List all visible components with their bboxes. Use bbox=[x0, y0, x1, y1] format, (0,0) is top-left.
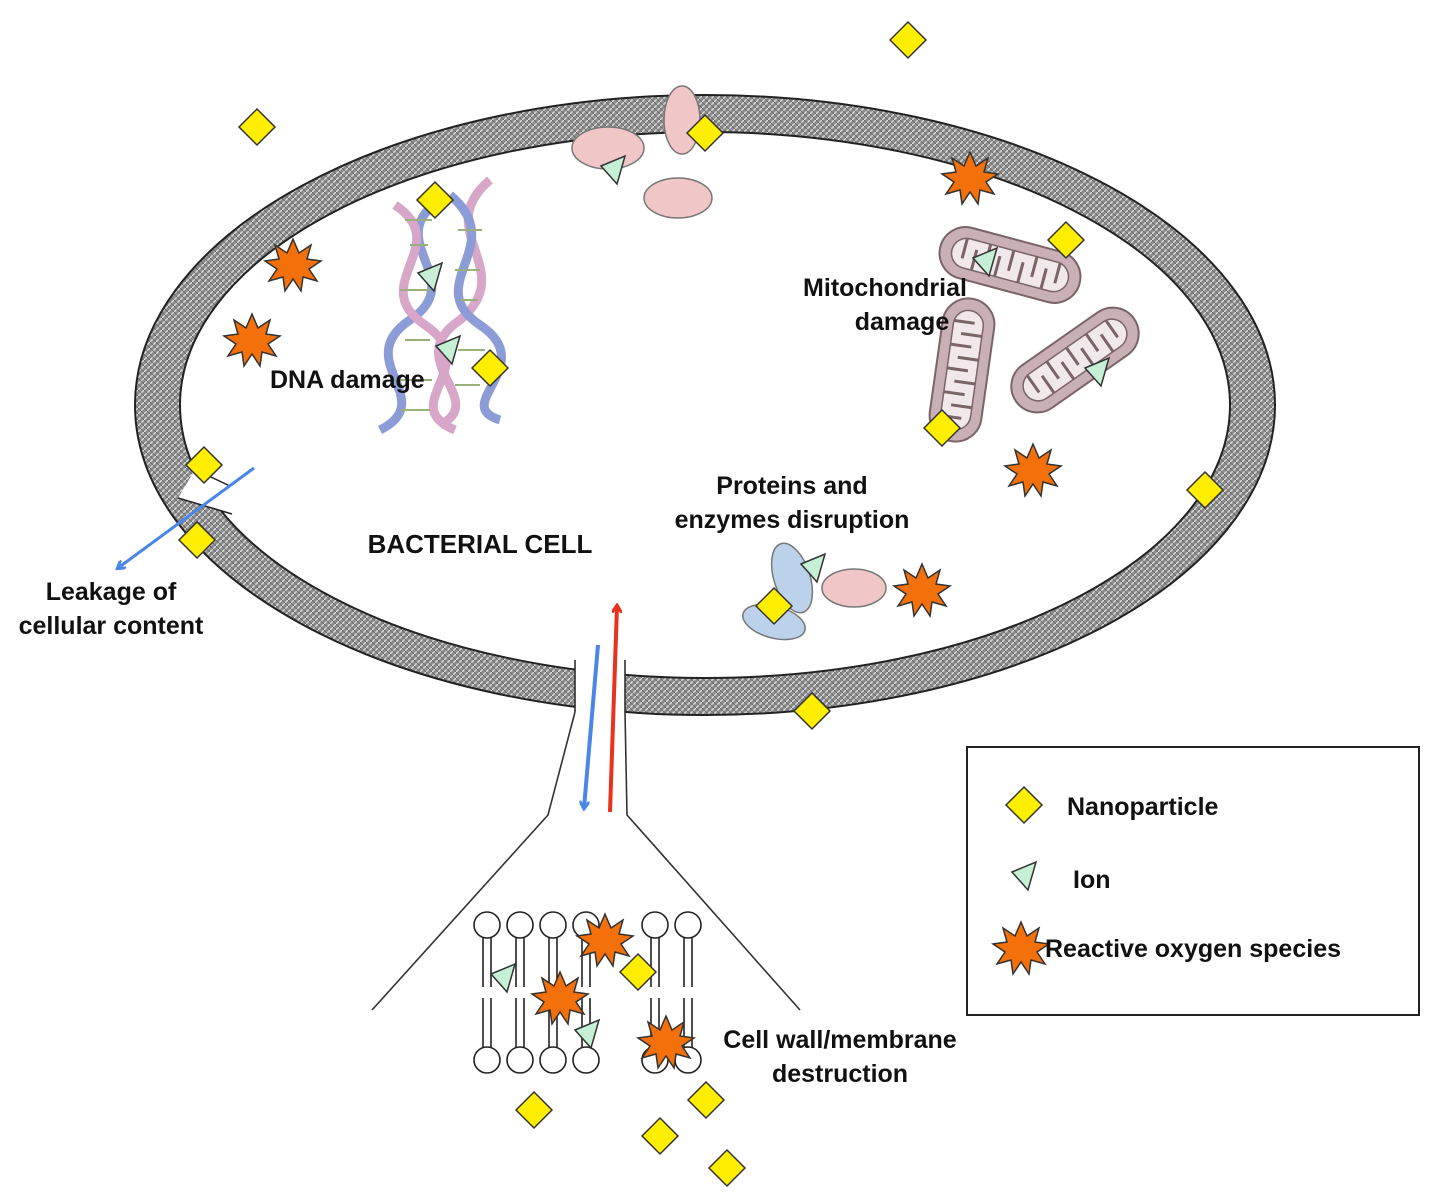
membrane-label-line1: Cell wall/membrane bbox=[723, 1026, 957, 1054]
legend-label-ros: Reactive oxygen species bbox=[1045, 935, 1341, 963]
legend-label-ion: Ion bbox=[1073, 866, 1111, 894]
legend-box bbox=[966, 746, 1420, 1016]
legend: Nanoparticle Ion Reactive oxygen species bbox=[966, 746, 1420, 1016]
outward-arrow bbox=[608, 606, 617, 813]
cell-title: BACTERIAL CELL bbox=[368, 529, 593, 559]
protein-cluster-bottom bbox=[742, 542, 887, 641]
nanoparticle-icon bbox=[515, 1091, 553, 1129]
leakage-label-line2: cellular content bbox=[19, 612, 204, 640]
lipid-icon bbox=[506, 911, 534, 1074]
nanoparticle-icon bbox=[687, 1081, 725, 1119]
ros-icon bbox=[531, 971, 589, 1025]
ion-icon bbox=[490, 963, 516, 993]
mito-label-line2: damage bbox=[855, 308, 950, 336]
nanoparticle-icon bbox=[238, 108, 276, 146]
proteins-label-line1: Proteins and bbox=[716, 472, 867, 500]
nanoparticle-icon bbox=[889, 21, 927, 59]
mitochondrion-icon bbox=[999, 295, 1151, 425]
leakage-label-line1: Leakage of bbox=[46, 578, 177, 606]
membrane-label-line2: destruction bbox=[772, 1060, 908, 1088]
zoom-line-left bbox=[371, 711, 576, 1011]
ion-icon bbox=[417, 262, 443, 292]
cell-wall bbox=[133, 94, 1277, 716]
proteins-label-line2: enzymes disruption bbox=[675, 506, 910, 534]
ros-icon bbox=[1004, 443, 1062, 497]
ion-icon bbox=[574, 1019, 600, 1049]
leakage-arrow bbox=[118, 466, 255, 568]
legend-label-nanoparticle: Nanoparticle bbox=[1067, 793, 1219, 821]
nanoparticle-icon bbox=[641, 1117, 679, 1155]
zoom-line-right bbox=[624, 711, 801, 1011]
zoom-gap bbox=[575, 640, 625, 720]
dna-damage-label: DNA damage bbox=[270, 366, 425, 394]
ros-icon bbox=[893, 563, 951, 617]
dna-helix-icon bbox=[377, 176, 506, 435]
mito-label-line1: Mitochondrial bbox=[803, 274, 967, 302]
nanoparticle-icon bbox=[708, 1149, 746, 1187]
inward-arrow bbox=[584, 644, 600, 808]
lipid-icon bbox=[473, 911, 501, 1074]
ros-icon bbox=[223, 313, 281, 367]
